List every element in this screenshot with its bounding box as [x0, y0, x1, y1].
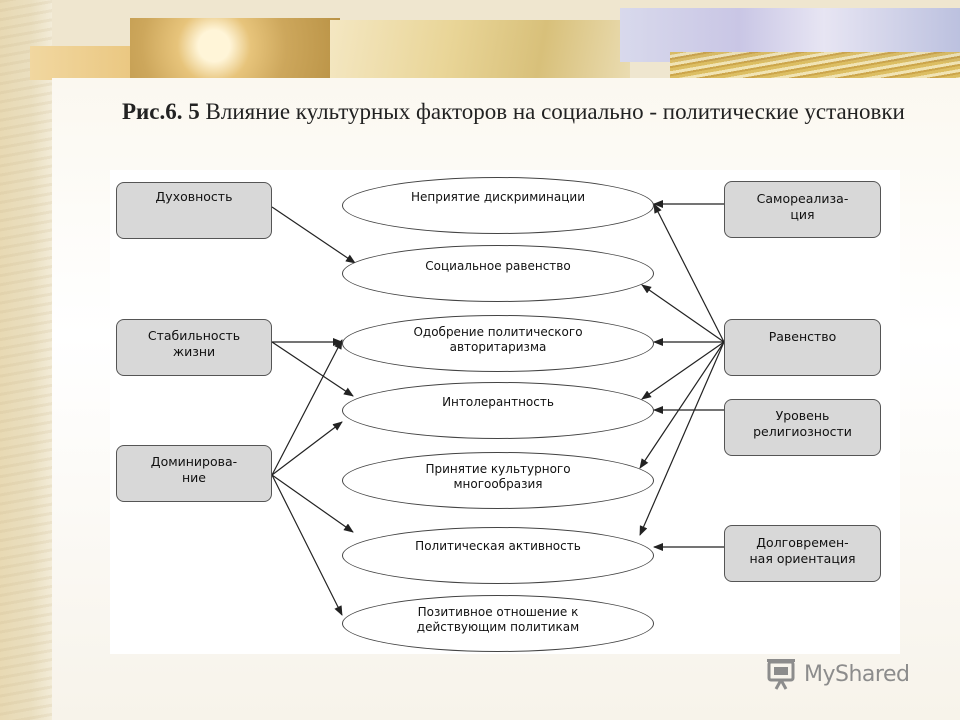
attitude-label: Интолерантность [442, 395, 554, 409]
attitude-oval: Политическая активность [342, 527, 654, 584]
attitude-label: Неприятие дискриминации [410, 190, 586, 204]
factor-label: Уровень религиозности [753, 408, 852, 439]
influence-arrow [639, 341, 725, 536]
influence-arrow [271, 339, 343, 476]
myshared-watermark: MyShared [766, 657, 926, 691]
factor-label: Стабильность жизни [147, 328, 241, 359]
presentation-board-icon [767, 659, 795, 690]
factor-box-dukhovnost: Духовность [116, 182, 272, 239]
decorative-side-strip [0, 0, 52, 720]
attitude-oval: Неприятие дискриминации [342, 177, 654, 234]
factor-box-religioznost: Уровень религиозности [724, 399, 881, 456]
slide-title: Рис.6. 5 Влияние культурных факторов на … [122, 96, 922, 127]
attitude-label: Принятие культурного многообразия [425, 462, 571, 491]
factor-label: Самореализа- ция [756, 191, 849, 222]
decorative-header-banner [30, 0, 960, 80]
watermark-brand: MyShared [804, 661, 910, 687]
arrow-layer [271, 200, 725, 616]
factor-label: Долговремен- ная ориентация [749, 535, 856, 566]
attitude-label: Социальное равенство [425, 259, 571, 273]
attitude-label: Позитивное отношение к действующим полит… [416, 605, 580, 634]
influence-arrow [271, 421, 343, 476]
influence-arrow [641, 341, 725, 400]
influence-arrow [271, 474, 354, 533]
attitude-oval: Позитивное отношение к действующим полит… [342, 595, 654, 652]
attitude-label: Одобрение политического авторитаризма [413, 325, 583, 354]
figure-caption: Влияние культурных факторов на социально… [199, 99, 905, 124]
influence-arrow [271, 206, 356, 264]
influence-diagram: Духовность Стабильность жизни Доминирова… [110, 170, 900, 654]
attitude-oval: Социальное равенство [342, 245, 654, 302]
influence-arrow [271, 341, 354, 397]
factor-box-stabilnost: Стабильность жизни [116, 319, 272, 376]
factor-box-samorealizatsiya: Самореализа- ция [724, 181, 881, 238]
influence-arrow [653, 203, 725, 343]
attitude-label: Политическая активность [415, 539, 581, 553]
attitude-oval: Одобрение политического авторитаризма [342, 315, 654, 372]
attitude-oval: Интолерантность [342, 382, 654, 439]
factor-box-ravenstvo: Равенство [724, 319, 881, 376]
factor-label: Духовность [155, 189, 233, 204]
factor-label: Равенство [768, 329, 837, 344]
factor-box-dominirovanie: Доминирова- ние [116, 445, 272, 502]
influence-arrow [639, 341, 725, 469]
factor-label: Доминирова- ние [150, 454, 238, 485]
figure-number: Рис.6. 5 [122, 99, 200, 124]
influence-arrow [271, 474, 343, 616]
attitude-oval: Принятие культурного многообразия [342, 452, 654, 509]
influence-arrow [641, 284, 725, 343]
factor-box-orientatsiya: Долговремен- ная ориентация [724, 525, 881, 582]
